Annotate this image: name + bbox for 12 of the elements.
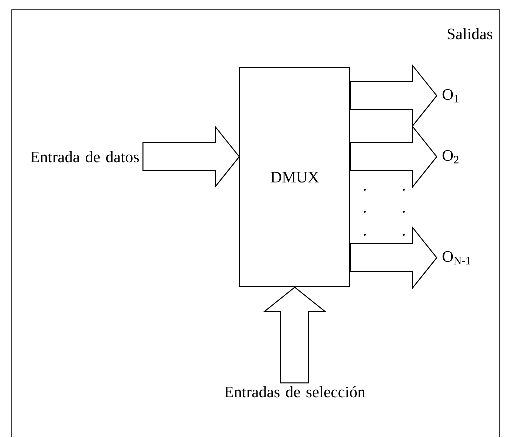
- input-label: Entrada de datos: [30, 151, 140, 163]
- output-label: O$_{1}$: [442, 89, 459, 103]
- output-label: O$_{N-1}$: [442, 251, 470, 265]
- input-label: Entradas de selección: [224, 386, 366, 398]
- block-arrow: [142, 126, 240, 188]
- block-arrow: [350, 126, 438, 188]
- output-label: O$_{2}$: [442, 150, 459, 164]
- block-arrow: [264, 286, 326, 384]
- output-heading: Salidas: [448, 28, 493, 40]
- block-arrow: [350, 226, 438, 290]
- block-arrow: [350, 64, 438, 128]
- block-box: DMUX: [240, 68, 350, 288]
